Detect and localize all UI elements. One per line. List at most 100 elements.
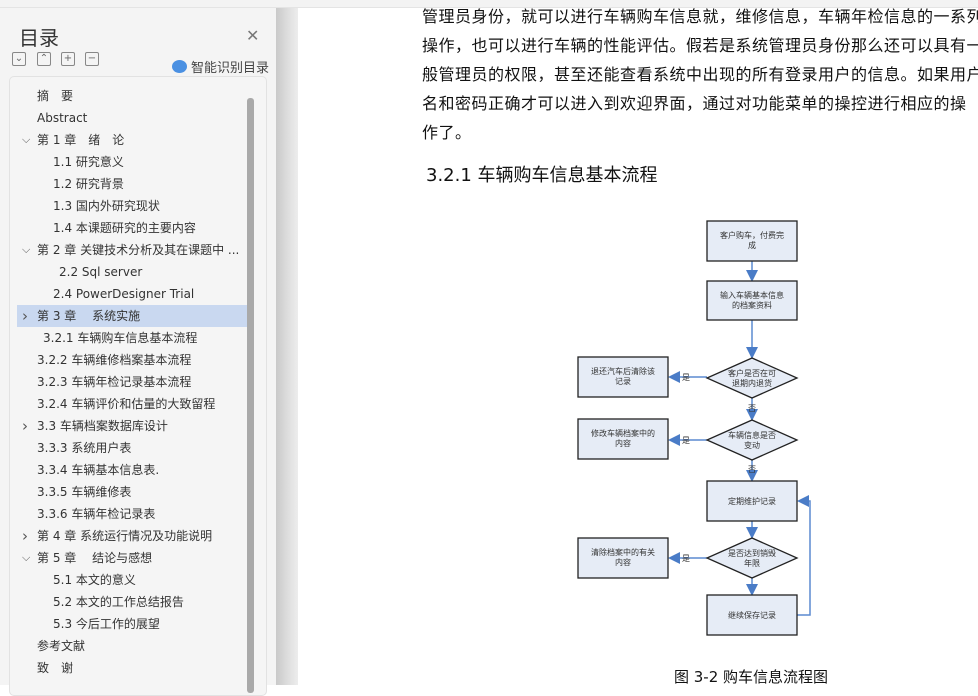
smart-toc-button[interactable]: 智能识别目录 [172, 57, 269, 76]
toc-item[interactable]: 3.3.5 车辆维修表 [17, 481, 249, 503]
chevron-right-icon[interactable]: › [22, 527, 28, 545]
flow-text: 退还汽车后清除该 [591, 366, 655, 376]
toc-item-label: 第 3 章 系统实施 [37, 309, 141, 323]
toc-item[interactable]: 3.3.3 系统用户表 [17, 437, 249, 459]
para-line: 管理员身份，就可以进行车辆购车信息就，维修信息，车辆年检信息的一系列 [422, 7, 978, 26]
toc-item[interactable]: Abstract [17, 107, 249, 129]
toc-item-label: 第 5 章 结论与感想 [37, 551, 153, 565]
toc-item-label: Abstract [37, 111, 88, 125]
toc-item[interactable]: 摘 要 [17, 85, 249, 107]
toc-item-label: 3.2.1 车辆购车信息基本流程 [43, 331, 198, 345]
toc-item[interactable]: 2.2 Sql server [17, 261, 249, 283]
toc-title: 目录 [19, 26, 59, 50]
toc-item[interactable]: › 第 4 章 系统运行情况及功能说明 [17, 525, 249, 547]
chevron-right-icon[interactable]: › [22, 307, 28, 325]
flow-box-maintain [706, 480, 798, 522]
para-line: 般管理员的权限，甚至还能查看系统中出现的所有登录用户的信息。如果用户 [422, 65, 978, 84]
toc-item-label: 3.2.3 车辆年检记录基本流程 [37, 375, 192, 389]
toc-item[interactable]: 3.2.3 车辆年检记录基本流程 [17, 371, 249, 393]
collapse-all-icon[interactable]: ⌃ [37, 52, 51, 66]
flow-box-clear-record [577, 356, 669, 398]
para-line: 操作，也可以进行车辆的性能评估。假若是系统管理员身份那么还可以具有一 [422, 36, 978, 55]
chevron-down-icon[interactable]: ⌵ [22, 243, 31, 256]
flow-text: 是否达到销毁 [728, 548, 776, 558]
chevron-right-icon[interactable]: › [22, 417, 28, 435]
flow-text: 内容 [615, 438, 631, 448]
flow-yes-label: 是 [682, 373, 690, 382]
flow-text: 客户是否在可 [728, 368, 776, 378]
toc-item[interactable]: 1.2 研究背景 [17, 173, 249, 195]
toc-item[interactable]: 致 谢 [17, 657, 249, 679]
toc-item-label: 第 1 章 绪 论 [37, 133, 125, 147]
plus-icon[interactable]: + [61, 52, 75, 66]
flow-yes-label: 是 [682, 554, 690, 563]
flow-yes-label: 是 [682, 436, 690, 445]
close-icon[interactable]: ✕ [246, 26, 260, 45]
toc-item[interactable]: › 第 3 章 系统实施 [17, 305, 249, 327]
toc-item-label: 5.1 本文的意义 [53, 573, 136, 587]
toc-item[interactable]: 3.2.4 车辆评价和估量的大致留程 [17, 393, 249, 415]
flow-no-label: 否 [748, 404, 756, 413]
toc-item[interactable]: 1.3 国内外研究现状 [17, 195, 249, 217]
flow-no-label: 否 [748, 465, 756, 474]
toc-item-label: 3.2.2 车辆维修档案基本流程 [37, 353, 192, 367]
toc-item-label: 3.2.4 车辆评价和估量的大致留程 [37, 397, 216, 411]
toc-item[interactable]: 3.2.2 车辆维修档案基本流程 [17, 349, 249, 371]
toc-sidebar: 目录 ✕ ⌄ ⌃ + − 智能识别目录 摘 要 Abstract ⌵ 第 1 章 绪 … [0, 8, 276, 696]
flow-text: 内容 [615, 557, 631, 567]
toc-item-label: 1.2 研究背景 [53, 177, 124, 191]
toc-item-label: 3.3.5 车辆维修表 [37, 485, 132, 499]
toc-item[interactable]: 1.4 本课题研究的主要内容 [17, 217, 249, 239]
toc-list: 摘 要 Abstract ⌵ 第 1 章 绪 论 1.1 研究意义 1.2 研究背景 1.3… [9, 76, 267, 696]
toc-item[interactable]: 1.1 研究意义 [17, 151, 249, 173]
toc-item[interactable]: 3.2.1 车辆购车信息基本流程 [17, 327, 249, 349]
toc-item-label: 致 谢 [37, 661, 74, 675]
para-line: 名和密码正确才可以进入到欢迎界面，通过对功能菜单的操控进行相应的操 [422, 94, 967, 113]
flow-box-keep [706, 594, 798, 636]
toc-item[interactable]: ⌵ 第 5 章 结论与感想 [17, 547, 249, 569]
toc-item[interactable]: 2.4 PowerDesigner Trial [17, 283, 249, 305]
flow-box-purchase [706, 220, 798, 262]
toc-item-label: 摘 要 [37, 89, 74, 103]
flow-text: 修改车辆档案中的 [591, 428, 655, 438]
flow-text: 成 [748, 240, 756, 250]
toc-item-label: 第 4 章 系统运行情况及功能说明 [37, 529, 213, 543]
toc-item-label: 参考文献 [37, 639, 86, 653]
toc-item-label: 2.2 Sql server [59, 265, 143, 279]
section-heading: 3.2.1 车辆购车信息基本流程 [426, 165, 658, 186]
toc-item-label: 1.3 国内外研究现状 [53, 199, 160, 213]
body-paragraph: 管理员身份，就可以进行车辆购车信息就，维修信息，车辆年检信息的一系列 操作，也可… [422, 2, 978, 147]
flow-decision-destroy [705, 537, 799, 579]
flow-decision-change [705, 419, 799, 461]
page-gutter [276, 8, 298, 685]
expand-all-icon[interactable]: ⌄ [12, 52, 26, 66]
toc-item-label: 5.3 今后工作的展望 [53, 617, 160, 631]
toc-item-label: 第 2 章 关键技术分析及其在课题中 ... [37, 243, 240, 257]
flow-text: 退期内退货 [732, 378, 772, 388]
toc-item[interactable]: 5.2 本文的工作总结报告 [17, 591, 249, 613]
scrollbar[interactable] [247, 98, 254, 693]
toc-item[interactable]: 3.3.4 车辆基本信息表. [17, 459, 249, 481]
minus-icon[interactable]: − [85, 52, 99, 66]
toc-item[interactable]: ⌵ 第 1 章 绪 论 [17, 129, 249, 151]
chevron-down-icon[interactable]: ⌵ [22, 133, 31, 146]
para-line: 作了。 [422, 123, 472, 142]
flow-text: 的档案资料 [732, 300, 772, 310]
toc-item-label: 1.4 本课题研究的主要内容 [53, 221, 196, 235]
toc-item-label: 5.2 本文的工作总结报告 [53, 595, 184, 609]
flow-text: 记录 [615, 377, 631, 386]
toc-item[interactable]: 5.3 今后工作的展望 [17, 613, 249, 635]
toc-item-label: 3.3.6 车辆年检记录表 [37, 507, 156, 521]
toc-item[interactable]: ⌵ 第 2 章 关键技术分析及其在课题中 ... [17, 239, 249, 261]
toc-item[interactable]: 参考文献 [17, 635, 249, 657]
toc-item[interactable]: ›3.3 车辆档案数据库设计 [17, 415, 249, 437]
chevron-down-icon[interactable]: ⌵ [22, 551, 31, 564]
flow-text: 输入车辆基本信息 [720, 290, 784, 300]
toc-item[interactable]: 5.1 本文的意义 [17, 569, 249, 591]
flow-text: 年限 [744, 558, 760, 568]
smart-toc-label: 智能识别目录 [191, 61, 270, 76]
flow-decision-return [705, 357, 799, 399]
flow-text: 客户购车，付费完 [720, 230, 784, 240]
toc-item[interactable]: 3.3.6 车辆年检记录表 [17, 503, 249, 525]
top-toolbar [0, 0, 978, 8]
